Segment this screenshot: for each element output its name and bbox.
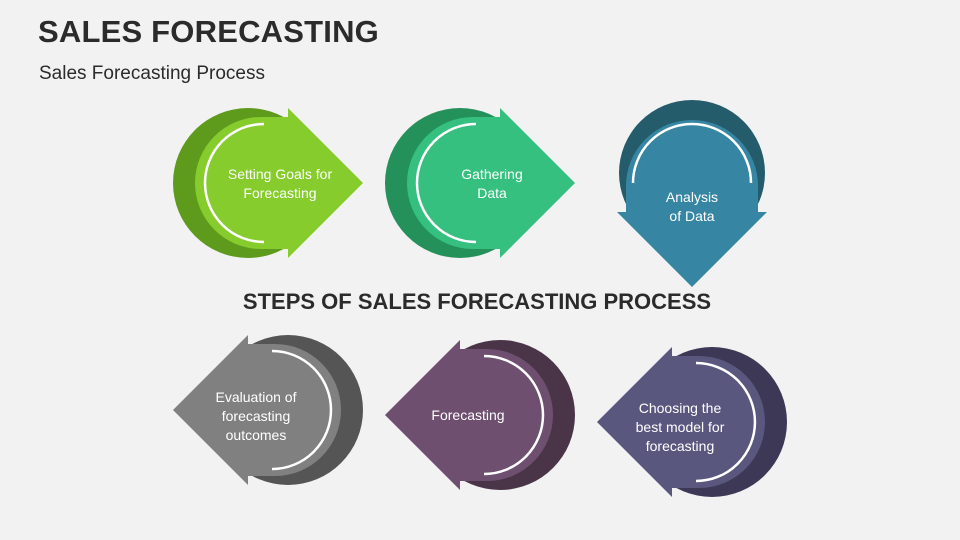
step-5-label-line-1: Forecasting <box>431 406 505 423</box>
step-1-shape <box>173 108 363 258</box>
step-5-arrow <box>385 340 553 490</box>
step-4-label-line-2: best model for <box>635 418 725 435</box>
step-3-highlight <box>631 122 753 184</box>
step-1-highlight <box>203 122 265 244</box>
step-3-label-line-2: of Data <box>669 208 715 224</box>
step-2-label: Gathering Data <box>432 163 552 205</box>
step-6-label-line-3: outcomes <box>225 426 287 443</box>
step-5-shape <box>385 340 575 490</box>
step-4-label-line-3: forecasting <box>645 437 715 454</box>
step-6-shape <box>173 335 363 485</box>
step-4-shape <box>597 347 787 497</box>
step-1-label-line-1: Setting Goals for <box>227 166 333 182</box>
step-6-arrow <box>173 335 341 485</box>
step-4-label-line-1: Choosing the <box>638 399 722 416</box>
page-title: SALES FORECASTING <box>38 14 379 49</box>
step-3-label-line-1: Analysis <box>665 189 719 205</box>
step-2-label-line-2: Data <box>477 185 507 201</box>
step-2-arrow <box>407 108 575 258</box>
step-2-shape <box>385 108 575 258</box>
step-4-arrow <box>597 347 765 497</box>
step-5-highlight <box>483 354 545 476</box>
step-2-highlight <box>415 122 477 244</box>
step-6-highlight <box>271 349 333 471</box>
step-6-label-line-2: forecasting <box>221 407 291 424</box>
step-6-label: Evaluation of forecasting outcomes <box>196 386 316 446</box>
step-2-label-line-1: Gathering <box>461 166 523 182</box>
step-5-label: Forecasting <box>408 404 528 426</box>
page-subtitle: Sales Forecasting Process <box>39 63 265 84</box>
step-4-label: Choosing the best model for forecasting <box>620 397 740 457</box>
steps-heading: STEPS OF SALES FORECASTING PROCESS <box>242 289 712 314</box>
step-6-label-line-1: Evaluation of <box>215 388 297 405</box>
step-1-label-line-2: Forecasting <box>243 185 317 201</box>
step-4-highlight <box>695 361 757 483</box>
step-1-label: Setting Goals for Forecasting <box>212 162 348 206</box>
step-3-shape <box>617 100 767 287</box>
step-3-label: Analysis of Data <box>632 186 752 228</box>
step-1-arrow <box>195 108 363 258</box>
step-3-arrow <box>617 120 767 287</box>
